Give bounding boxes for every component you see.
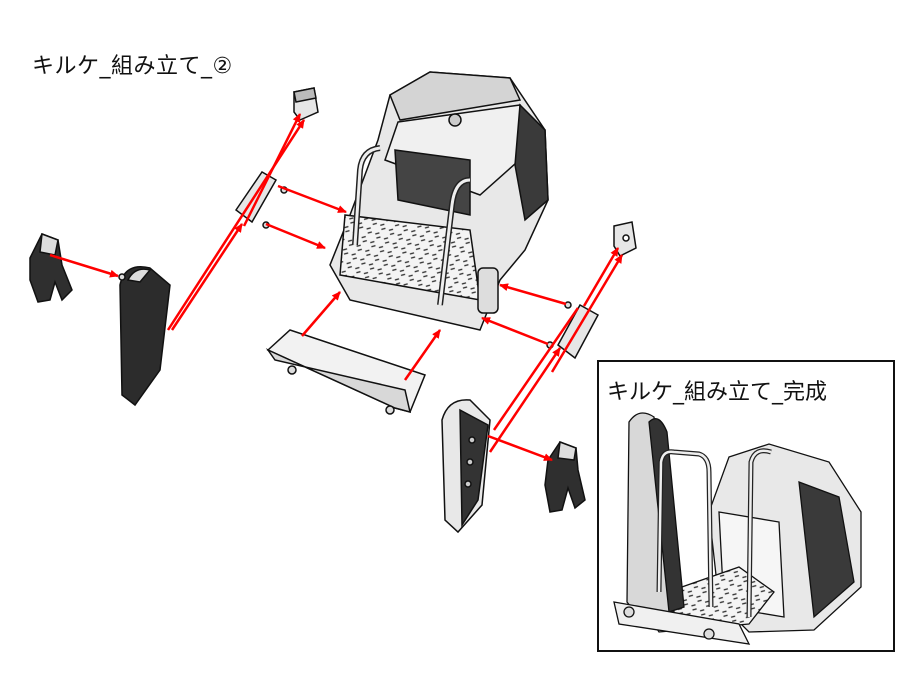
left-top-cap-part xyxy=(293,87,319,121)
right-handle-part xyxy=(544,440,586,513)
completed-assembly-inset: キルケ_組み立て_完成 xyxy=(597,360,895,652)
arrow xyxy=(582,247,620,307)
left-connector-bar-part xyxy=(234,171,288,229)
left-handle-part xyxy=(29,232,73,303)
assembly-arrows xyxy=(49,113,624,462)
arrow xyxy=(499,283,567,306)
completed-seat-drawing xyxy=(613,412,862,645)
inset-title: キルケ_組み立て_完成 xyxy=(607,380,828,405)
right-connector-bar-part xyxy=(546,301,600,360)
arrow xyxy=(492,307,580,431)
arrow xyxy=(277,184,347,214)
left-side-rail-part xyxy=(118,266,171,407)
right-top-cap-part xyxy=(613,221,637,257)
arrow xyxy=(403,329,442,381)
arrow xyxy=(170,223,244,331)
arrow xyxy=(166,119,306,331)
arrow xyxy=(481,316,549,346)
arrow xyxy=(301,291,341,337)
arrow xyxy=(488,347,562,453)
seat-body-part xyxy=(329,71,549,331)
arrow xyxy=(265,222,326,250)
arrow xyxy=(49,253,119,278)
arrow xyxy=(487,434,553,462)
diagram-title: キルケ_組み立て_② xyxy=(32,54,233,79)
footrest-part xyxy=(265,329,426,415)
arrow xyxy=(550,254,624,373)
right-side-rail-part xyxy=(441,399,491,534)
